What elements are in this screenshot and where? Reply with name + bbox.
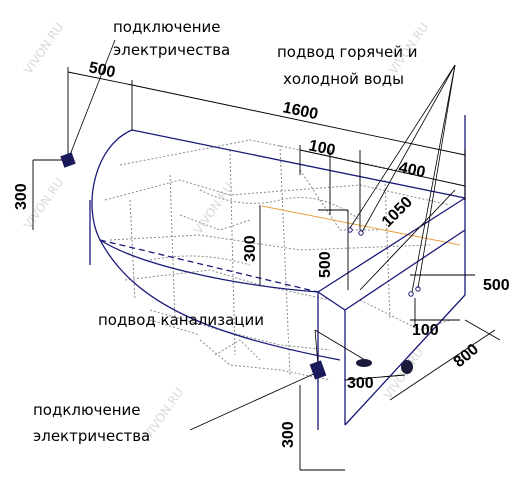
dim-1600: 1600 <box>281 99 319 123</box>
dim-500-mid: 500 <box>317 251 334 278</box>
dimension-labels: 500 1600 100 400 1050 300 300 500 500 10… <box>13 59 510 448</box>
dim-800: 800 <box>451 341 482 371</box>
dim-500-right: 500 <box>483 277 510 294</box>
callout-labels: подключение электричества подвод горячей… <box>33 18 417 445</box>
dim-300-left: 300 <box>13 183 30 210</box>
dim-100-top: 100 <box>307 137 337 159</box>
dim-100-right: 100 <box>412 322 439 339</box>
water-inlet-icon <box>408 291 414 297</box>
watermark: VIVON.RU <box>381 345 426 401</box>
dim-300-bottom: 300 <box>347 375 374 392</box>
dim-500-top: 500 <box>87 59 117 81</box>
sewer-label: подвод канализации <box>98 311 264 329</box>
electric-top-label-line2: электричества <box>113 41 230 59</box>
dim-300-mid: 300 <box>242 235 259 262</box>
drain-icon <box>401 360 413 374</box>
orange-height-line <box>261 205 461 246</box>
hot-water-inlet-icon <box>347 227 353 233</box>
electric-top-label-line1: подключение <box>113 18 221 36</box>
leader-lines <box>67 39 456 431</box>
connection-markers <box>60 152 421 380</box>
cold-water-inlet-icon <box>358 230 364 236</box>
watermark: VIVON.RU <box>191 180 236 236</box>
electric-bottom-label-line1: подключение <box>33 401 141 419</box>
electric-bottom-label-line2: электричества <box>33 427 150 445</box>
electric-socket-bottom-icon <box>309 360 327 380</box>
water-label-line1: подвод горячей и <box>277 43 417 61</box>
drain-icon <box>356 359 372 367</box>
dim-300-bottom-left: 300 <box>280 421 297 448</box>
electric-socket-top-icon <box>60 152 76 168</box>
support-frame <box>104 139 451 381</box>
dimension-lines <box>32 67 501 471</box>
watermark: VIVON.RU <box>21 20 66 76</box>
water-label-line2: холодной воды <box>283 70 404 88</box>
water-inlet-icon <box>415 286 421 292</box>
dim-1050: 1050 <box>379 194 416 231</box>
dim-400: 400 <box>397 159 427 181</box>
